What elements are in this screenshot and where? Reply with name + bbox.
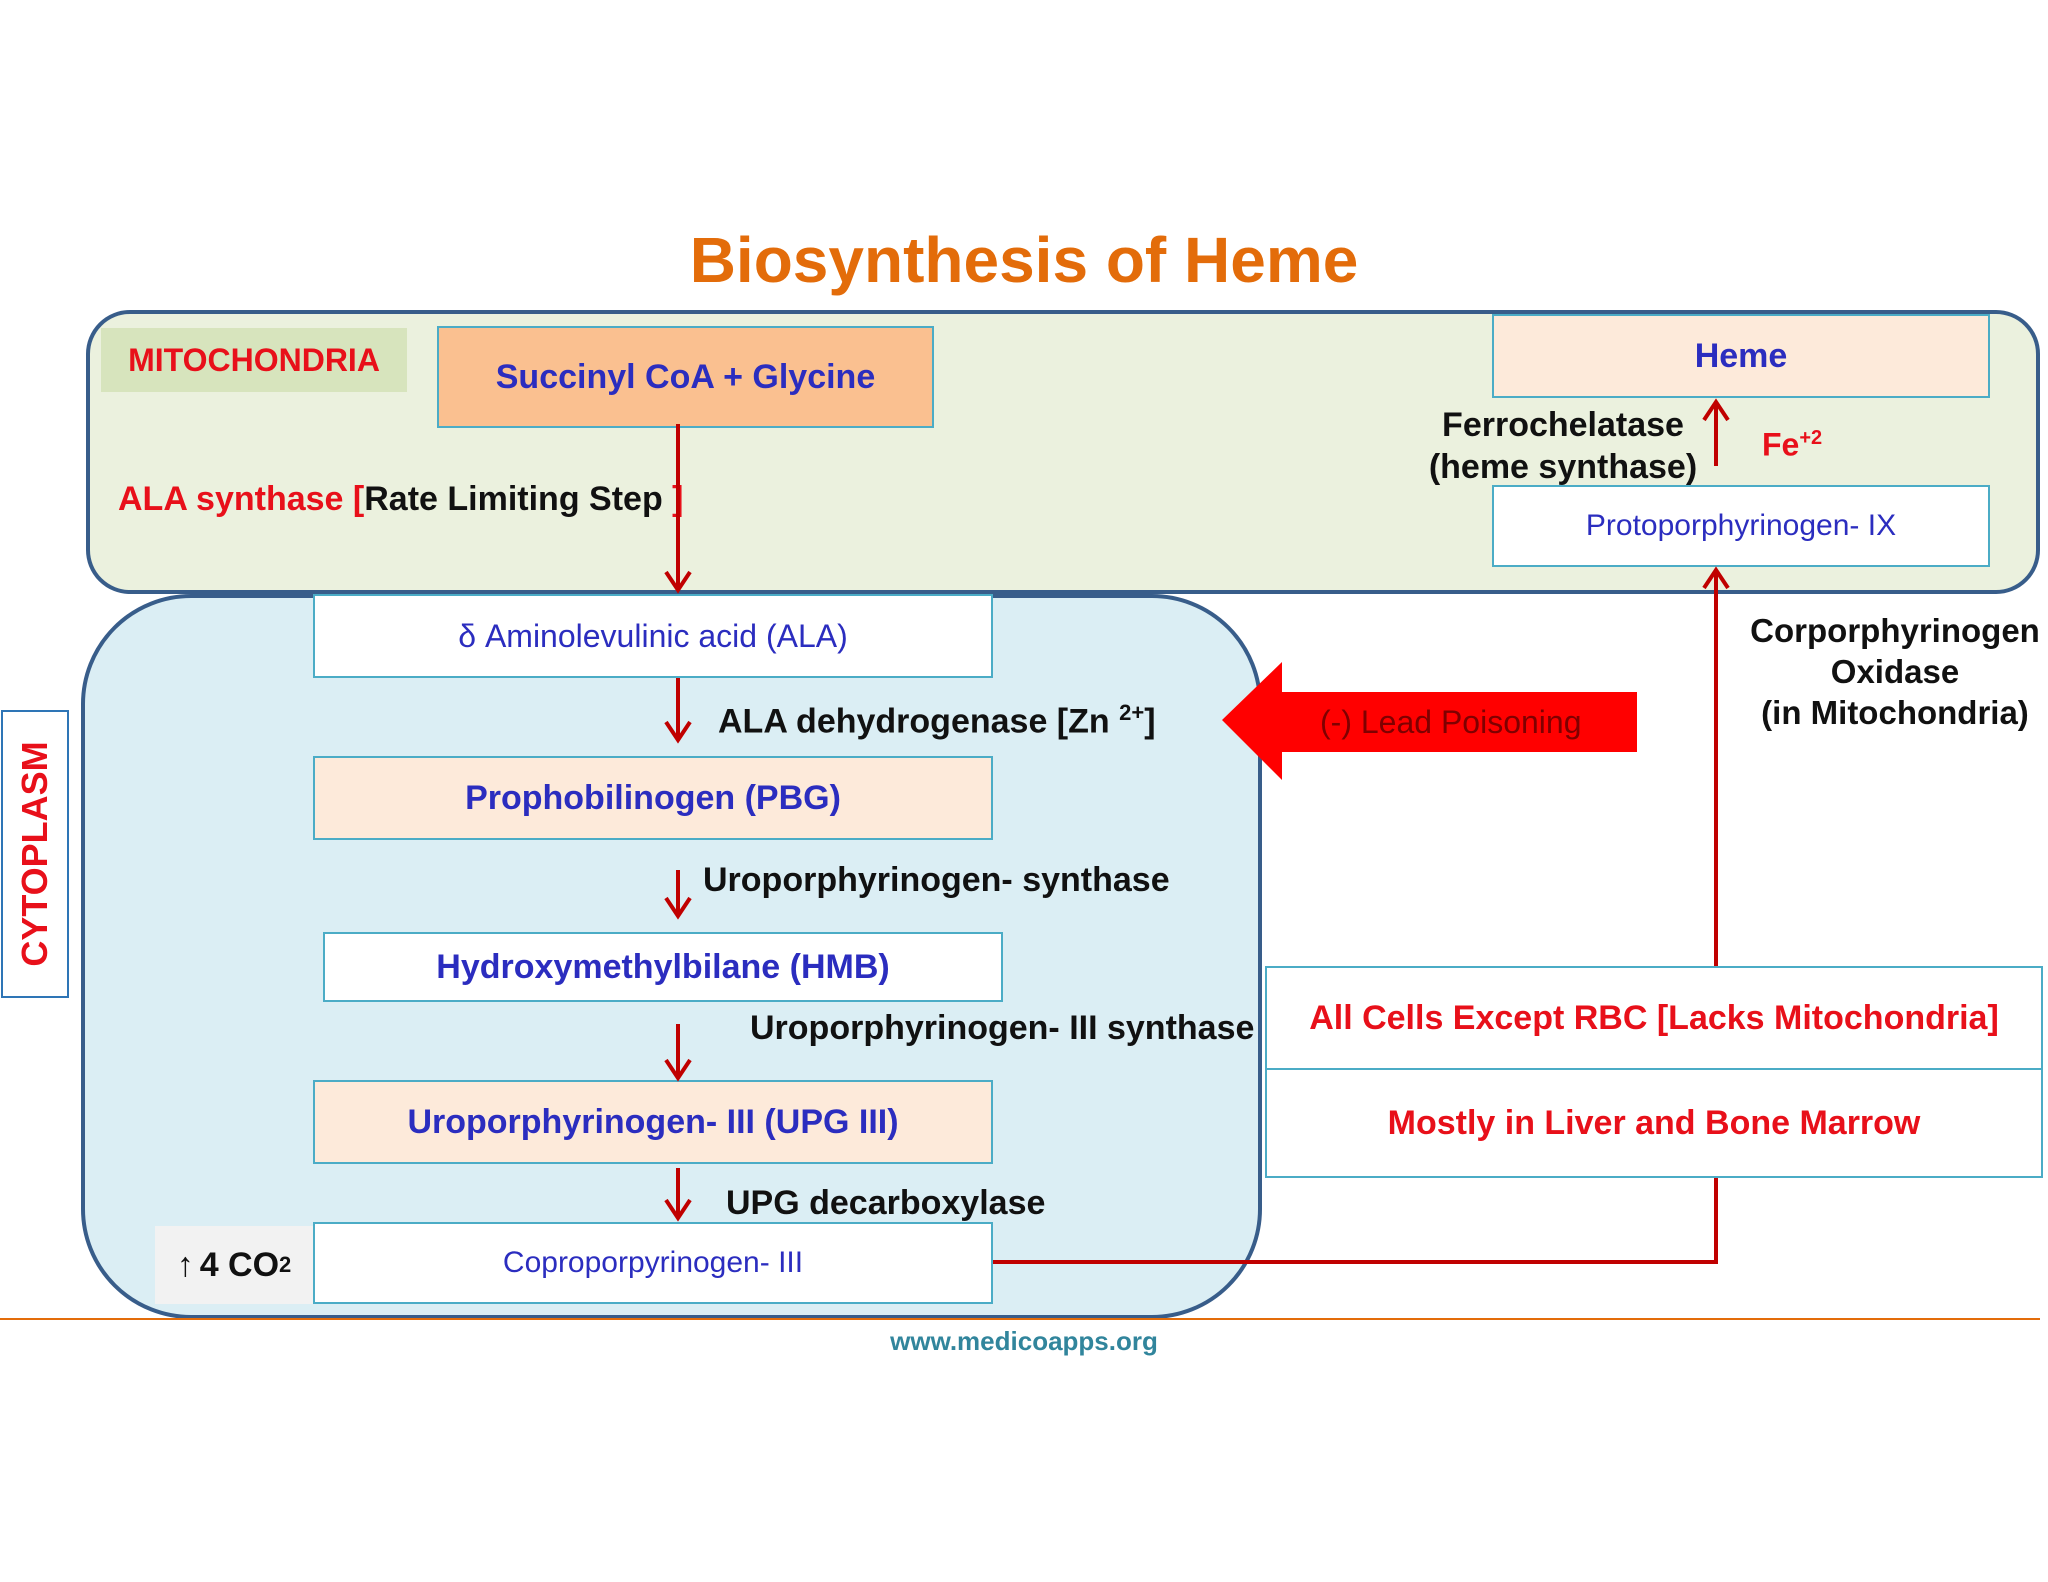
mitochondria-label: MITOCHONDRIA [101,328,407,392]
copro-oxidase-line-3: (in Mitochondria) [1761,694,2029,731]
footer-url: www.medicoapps.org [890,1326,1158,1356]
coproporphyrinogen-oxidase-label: Corporphyrinogen Oxidase (in Mitochondri… [1730,610,2048,733]
ferrochelatase-label: Ferrochelatase (heme synthase) [1418,404,1708,488]
page-title: Biosynthesis of Heme [689,224,1359,296]
lead-poisoning-label: (-) Lead Poisoning [1320,704,1582,740]
up-arrow-icon: ↑ [176,1245,194,1284]
ala-synthase-label: ALA synthase [Rate Limiting Step ] [118,482,684,516]
zn-superscript: 2+ [1119,700,1145,725]
pbg-box: Prophobilinogen (PBG) [313,756,993,840]
ferrochelatase-line-2: (heme synthase) [1428,448,1698,486]
ferrochelatase-line-1: Ferrochelatase [1442,406,1684,444]
ala-synthase-text: ALA synthase [118,480,344,518]
footer-divider [0,1318,2040,1320]
copro-oxidase-line-1: Corporphyrinogen [1750,612,2040,649]
cytoplasm-label-box [1,710,69,998]
ala-dehydrogenase-label: ALA dehydrogenase [Zn 2+] [718,700,1156,741]
rate-bracket-open: [ [352,480,365,518]
copro-oxidase-line-2: Oxidase [1830,653,1960,690]
heme-box: Heme [1492,314,1990,398]
hmb-box: Hydroxymethylbilane (HMB) [323,932,1003,1002]
iron-superscript: +2 [1799,427,1823,449]
liver-bone-marrow-note: Mostly in Liver and Bone Marrow [1265,1068,2043,1178]
iron-text: Fe [1762,426,1800,463]
all-cells-note: All Cells Except RBC [Lacks Mitochondria… [1265,966,2043,1070]
zn-bracket-close: ] [1144,702,1156,741]
cytoplasm-label: CYTOPLASM [14,741,55,967]
upg-iii-box: Uroporphyrinogen- III (UPG III) [313,1080,993,1164]
succinyl-coa-glycine-box: Succinyl CoA + Glycine [437,326,934,428]
co2-subscript: 2 [279,1252,292,1277]
upg-decarboxylase-label: UPG decarboxylase [726,1184,1046,1222]
iron-label: Fe+2 [1762,428,1822,461]
uroporphyrinogen-iii-synthase-label: Uroporphyrinogen- III synthase [750,1009,1255,1047]
ala-box: δ Aminolevulinic acid (ALA) [313,594,993,678]
protoporphyrinogen-ix-box: Protoporphyrinogen- IX [1492,485,1990,567]
ala-dehydrogenase-text: ALA dehydrogenase [Zn [718,702,1110,741]
rate-bracket-close: ] [672,480,684,518]
uroporphyrinogen-synthase-label: Uroporphyrinogen- synthase [703,861,1170,899]
rate-limiting-text: Rate Limiting Step [364,480,663,518]
coproporphyrinogen-iii-box: Coproporpyrinogen- III [313,1222,993,1304]
co2-label: 4 CO [199,1245,280,1284]
